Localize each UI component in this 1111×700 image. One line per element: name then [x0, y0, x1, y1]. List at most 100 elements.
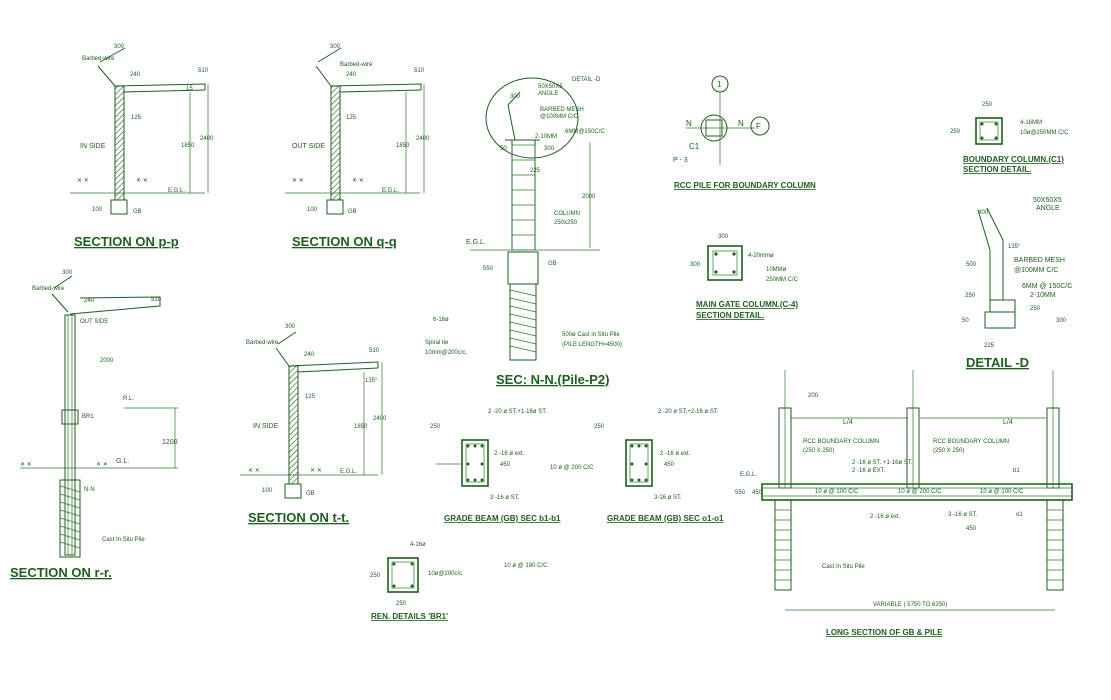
label-gb-tt: GB	[306, 491, 315, 497]
label-25b-d: 250	[1030, 306, 1041, 312]
label-240: 240	[130, 72, 141, 78]
svg-text:✕ ✕: ✕ ✕	[248, 468, 260, 474]
label-100-qq: 100	[307, 207, 318, 213]
label-135-d: 135°	[1008, 244, 1021, 250]
label-510-rr: 510	[151, 297, 162, 303]
label-column-size: 250x250	[554, 220, 578, 226]
label-450-gb2: 450	[664, 462, 675, 468]
label-inside: IN SIDE	[80, 143, 106, 150]
label-egl-ls: E.G.L.	[740, 472, 757, 478]
label-200-ls: 200	[808, 393, 819, 399]
label-6-16: 6-16ø	[433, 317, 449, 323]
svg-text:✕ ✕: ✕ ✕	[292, 178, 304, 184]
label-br1: BR1	[82, 414, 94, 420]
title-main-gate-2: SECTION DETAIL.	[696, 311, 764, 320]
title-ren-br1: REN. DETAILS 'BR1'	[371, 612, 448, 621]
label-225-d: 225	[984, 343, 995, 349]
label-300-qq: 300	[330, 44, 341, 50]
label-300: 300	[114, 44, 125, 50]
label-f: F	[756, 122, 761, 131]
label-mesh-spacing: @100MM C/C	[540, 114, 579, 120]
label-ls-st2: 3 -16 ø ST.	[948, 512, 978, 518]
title-section-pp: SECTION ON p-p	[74, 234, 179, 249]
sec-nn-drawing: DETAIL -D 50X50X5 ANGLE 300 BARBED MESH …	[425, 77, 622, 387]
label-125-qq: 125	[346, 115, 357, 121]
label-gb1-top: 2 -20 ø ST.+1-16ø ST.	[488, 409, 547, 415]
title-sec-nn: SEC: N-N.(Pile-P2)	[496, 372, 609, 387]
title-gb-o1: GRADE BEAM (GB) SEC o1-o1	[607, 514, 724, 523]
title-long-section: LONG SECTION OF GB & PILE	[826, 628, 943, 637]
label-gl-rr: G.L.	[116, 458, 129, 465]
label-300b-nn: 300	[544, 146, 555, 152]
label-gb2-bot: 3-16 ø ST.	[654, 495, 682, 501]
label-column: COLUMN	[554, 211, 580, 217]
label-510-tt: 510	[369, 348, 380, 354]
label-spiral-tie: Spiral tie	[425, 340, 449, 346]
label-mesh-spacing-d: @100MM C/C	[1014, 267, 1058, 274]
title-boundary-col-1: BOUNDARY COLUMN.(C1)	[963, 155, 1064, 164]
label-spiral-spec: 10mm@200c/c.	[425, 350, 467, 356]
label-300-mg-side: 300	[690, 262, 701, 268]
label-ls-ext: 2 -16 ø EXT.	[852, 468, 886, 474]
label-450-ls: 450	[752, 490, 763, 496]
label-250-c1-top: 250	[982, 102, 993, 108]
label-ls-st: 2 -16 ø ST. +1-16ø ST.	[852, 460, 913, 466]
label-rcc-col-size-left: (250 X 250)	[803, 448, 834, 454]
ren-details-br1-drawing: 4-16ø 250 10ø@200c/c 10 ø @ 180 C/C 250 …	[370, 542, 548, 621]
svg-text:✕ ✕: ✕ ✕	[20, 462, 32, 468]
title-boundary-col-2: SECTION DETAIL.	[963, 165, 1031, 174]
label-barbed-wire-tt: Barbed-wire	[246, 340, 279, 346]
detail-d-drawing: 50X50X5 ANGLE 300 135° BARBED MESH @100M…	[962, 197, 1072, 370]
label-1850: 1850	[181, 143, 195, 149]
label-ls-variable: VARIABLE ( 5750 TO 6250)	[873, 602, 947, 608]
label-l4-left: L/4	[843, 419, 853, 426]
label-510-qq: 510	[414, 68, 425, 74]
label-gb-nn: GB	[548, 261, 557, 267]
label-210-d: 2-10MM	[1030, 292, 1056, 299]
label-bc-ties: 10ø@250MM C/C	[1020, 130, 1069, 136]
label-450-gb1: 450	[500, 462, 511, 468]
label-1200-rr: 1200	[162, 439, 178, 446]
label-gb2-ties: 10 ø @ 200 C/C	[550, 465, 594, 471]
label-6mm: 6MM@150C/C	[565, 129, 605, 135]
label-300-d: 300	[978, 210, 989, 216]
label-2400-qq: 2400	[416, 136, 430, 142]
label-nn-rr: N-N	[84, 487, 95, 493]
main-gate-column-drawing: 300 300 4-20mmø 10MMø 250MM C/C MAIN GAT…	[690, 234, 799, 320]
label-250b-br: 250	[396, 601, 407, 607]
title-section-rr: SECTION ON r-r.	[10, 565, 112, 580]
title-section-tt: SECTION ON t-t.	[248, 510, 349, 525]
label-50-nn: 50	[500, 146, 507, 152]
label-inside-tt: IN SIDE	[253, 423, 279, 430]
label-2-10mm: 2-10MM	[535, 134, 557, 140]
boundary-column-c1-drawing: 250 250 4-16MM 10ø@250MM C/C BOUNDARY CO…	[950, 102, 1069, 174]
label-300-mg-top: 300	[718, 234, 729, 240]
long-section-drawing: 200 L/4 L/4 RCC BOUNDARY COLUMN (250 X 2…	[735, 370, 1073, 637]
label-barbed-wire-qq: Barbed-wire	[340, 62, 373, 68]
label-br-ties: 10ø@200c/c	[428, 571, 462, 577]
label-50-d: 50	[962, 318, 969, 324]
svg-text:✕ ✕: ✕ ✕	[96, 462, 108, 468]
label-550-nn: 550	[483, 266, 494, 272]
label-mg-ties-2: 250MM C/C	[766, 277, 799, 283]
label-ls-ext2: 2 -16 ø ext.	[870, 514, 901, 520]
label-gb1-ext: 2 -16 ø ext.	[494, 451, 525, 457]
label-c1: C1	[689, 142, 700, 151]
rcc-pile-drawing: 1 N N F C1 P - 3 RCC PILE FOR BOUNDARY C…	[673, 75, 816, 190]
label-ls-o1: o1	[1016, 512, 1023, 518]
label-l4-right: L/4	[1003, 419, 1013, 426]
label-outside-rr: OUT SIDE	[80, 319, 108, 325]
label-rcc-col-left: RCC BOUNDARY COLUMN	[803, 439, 879, 445]
section-pp-drawing: ✕ ✕ ✕ ✕ 300 Barbed-wire 240 510 15 125 I…	[70, 44, 214, 249]
grade-beam-b1-drawing: 2 -20 ø ST.+1-16ø ST. 250 2 -16 ø ext. 4…	[430, 409, 561, 523]
label-6mm-d: 6MM @ 150C/C	[1022, 283, 1072, 290]
label-135-tt: 135°	[365, 378, 378, 384]
label-rcc-col-size-right: (250 X 250)	[933, 448, 964, 454]
label-ls-cast: Cast In Situ Pile	[822, 564, 865, 570]
label-egl-tt: E.G.L.	[340, 469, 357, 475]
label-250-br: 250	[370, 573, 381, 579]
label-gb2-top: 2 -20 ø ST.+2-16 ø ST.	[658, 409, 719, 415]
label-125: 125	[131, 115, 142, 121]
